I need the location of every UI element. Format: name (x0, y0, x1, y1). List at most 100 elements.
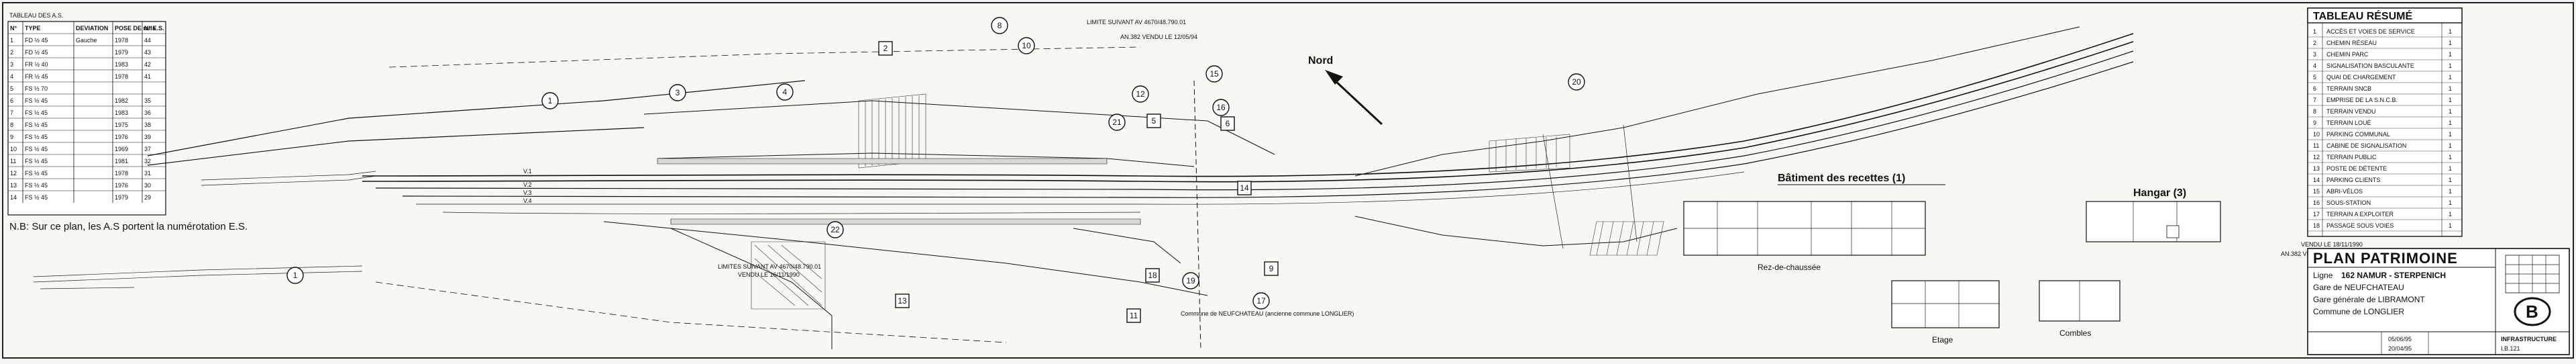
summary-row-sheet: 1 (2449, 51, 2452, 58)
summary-row-number: 10 (2313, 131, 2320, 138)
summary-row-label: TERRAIN VENDU (2326, 108, 2376, 115)
as-table-cell: FS ½ 45 (25, 182, 48, 189)
as-table-cell: 43 (144, 49, 151, 56)
as-table-cell: Gauche (76, 37, 97, 44)
as-table-cell: FS ½ 45 (25, 194, 48, 201)
as-table-cell: FD ½ 45 (25, 49, 48, 56)
as-table-cell: 3 (10, 61, 13, 68)
summary-row-label: CHEMIN RÉSEAU (2326, 40, 2377, 46)
track-label-v4: V.4 (523, 197, 532, 204)
summary-row-number: 8 (2313, 108, 2316, 115)
circle-callout-label: 1 (548, 96, 553, 105)
as-table-cell: 1978 (115, 170, 128, 177)
as-table-cell: FS ½ 45 (25, 170, 48, 177)
north-arrow: Nord (1308, 55, 1383, 126)
sheet-border (2, 2, 2574, 359)
upper-floor-plan (1891, 280, 2000, 328)
summary-row-sheet: 1 (2449, 28, 2452, 35)
square-callout (1146, 113, 1161, 128)
circle-callout-label: 22 (830, 225, 840, 234)
circle-callout (541, 92, 559, 109)
summary-row-number: 15 (2313, 188, 2320, 195)
summary-row-number: 14 (2313, 177, 2320, 183)
summary-row-number: 3 (2313, 51, 2316, 58)
square-callout (1264, 261, 1279, 276)
as-table-cell: 6 (10, 97, 13, 104)
title-block-date2: 20/04/95 (2388, 345, 2412, 352)
summary-row-sheet: 1 (2449, 120, 2452, 126)
summary-row-sheet: 1 (2449, 62, 2452, 69)
summary-row-sheet: 1 (2449, 142, 2452, 149)
summary-row-sheet: 1 (2449, 85, 2452, 92)
as-table-cell: 1983 (115, 61, 128, 68)
as-table-cell: 7 (10, 109, 13, 116)
title-block-code: I.B.121 (2501, 345, 2520, 352)
as-table-cell: FS ½ 45 (25, 146, 48, 152)
square-callout (1237, 181, 1252, 195)
summary-row-sheet: 1 (2449, 40, 2452, 46)
summary-row-label: PASSAGE SOUS VOIES (2326, 222, 2394, 229)
as-table-cell: FS ½ 45 (25, 122, 48, 128)
as-table-cell: 10 (10, 146, 17, 152)
summary-row-label: TERRAIN LOUÉ (2326, 120, 2371, 126)
title-block-title: PLAN PATRIMOINE (2313, 250, 2458, 267)
as-table-cell: FS ½ 70 (25, 85, 48, 92)
limit-top-sub-label: AN.382 VENDU LE 12/05/94 (1120, 34, 1197, 40)
as-table-cell: 13 (10, 182, 17, 189)
circle-callout-label: 1 (293, 271, 298, 280)
as-table-cell: 12 (10, 170, 17, 177)
as-table-cell: 1982 (115, 97, 128, 104)
numbering-note: N.B: Sur ce plan, les A.S portent la num… (9, 221, 248, 232)
circle-callout-label: 8 (998, 21, 1002, 30)
as-table-header: DEVIATION (76, 25, 108, 32)
summary-row-number: 12 (2313, 154, 2320, 161)
track-label-v2: V.2 (523, 181, 532, 188)
track-label-v1: V.1 (523, 168, 532, 175)
square-callout-label: 13 (898, 296, 907, 306)
as-table-cell: 29 (144, 194, 151, 201)
summary-row-label: TERRAIN SNCB (2326, 85, 2371, 92)
circle-callout-label: 15 (1210, 69, 1219, 79)
summary-row-sheet: 1 (2449, 199, 2452, 206)
title-block-date1: 05/06/95 (2388, 336, 2412, 343)
as-table-cell: 35 (144, 97, 151, 104)
summary-row-label: ABRI-VÉLOS (2326, 188, 2363, 195)
limit-top-label: LIMITE SUIVANT AV 4670/48.790.01 (1087, 19, 1186, 26)
square-callout (895, 293, 910, 308)
etage-label: Etage (1932, 335, 1953, 345)
summary-row-number: 6 (2313, 85, 2316, 92)
as-table-title: TABLEAU DES A.S. (9, 12, 63, 19)
hangar-label: Hangar (3) (2133, 187, 2186, 199)
summary-row-number: 9 (2313, 120, 2316, 126)
sncb-logo (2514, 297, 2551, 326)
as-table-cell: 38 (144, 122, 151, 128)
as-table-cell: 42 (144, 61, 151, 68)
vendu-right-label: VENDU LE 18/11/1990 (2301, 241, 2363, 248)
circle-callout-label: 10 (1022, 41, 1031, 50)
as-table-cell: FS ½ 45 (25, 158, 48, 165)
as-table-cell: 1979 (115, 49, 128, 56)
as-table-cell: FS ½ 45 (25, 109, 48, 116)
circle-callout-label: 19 (1186, 276, 1195, 285)
as-table-cell: 1976 (115, 182, 128, 189)
north-label: Nord (1308, 55, 1333, 66)
as-table-cell: FS ½ 45 (25, 134, 48, 140)
as-table-cell: 1 (10, 37, 13, 44)
summary-row-number: 4 (2313, 62, 2316, 69)
summary-title: TABLEAU RÉSUMÉ (2313, 9, 2412, 22)
as-table-header: POSE DE rails (115, 25, 156, 32)
as-table-cell: 37 (144, 146, 151, 152)
summary-row-label: CABINE DE SIGNALISATION (2326, 142, 2406, 149)
circle-callout (1182, 272, 1199, 289)
summary-row-number: 7 (2313, 97, 2316, 103)
as-table-cell: 1978 (115, 73, 128, 80)
circle-callout (1568, 73, 1585, 91)
summary-row-label: TERRAIN PUBLIC (2326, 154, 2377, 161)
as-table-cell: FD ½ 45 (25, 37, 48, 44)
circle-callout (776, 83, 794, 101)
summary-row-sheet: 1 (2449, 177, 2452, 183)
summary-row-sheet: 1 (2449, 108, 2452, 115)
circle-callout-label: 20 (1572, 77, 1581, 87)
summary-row-label: SOUS-STATION (2326, 199, 2371, 206)
